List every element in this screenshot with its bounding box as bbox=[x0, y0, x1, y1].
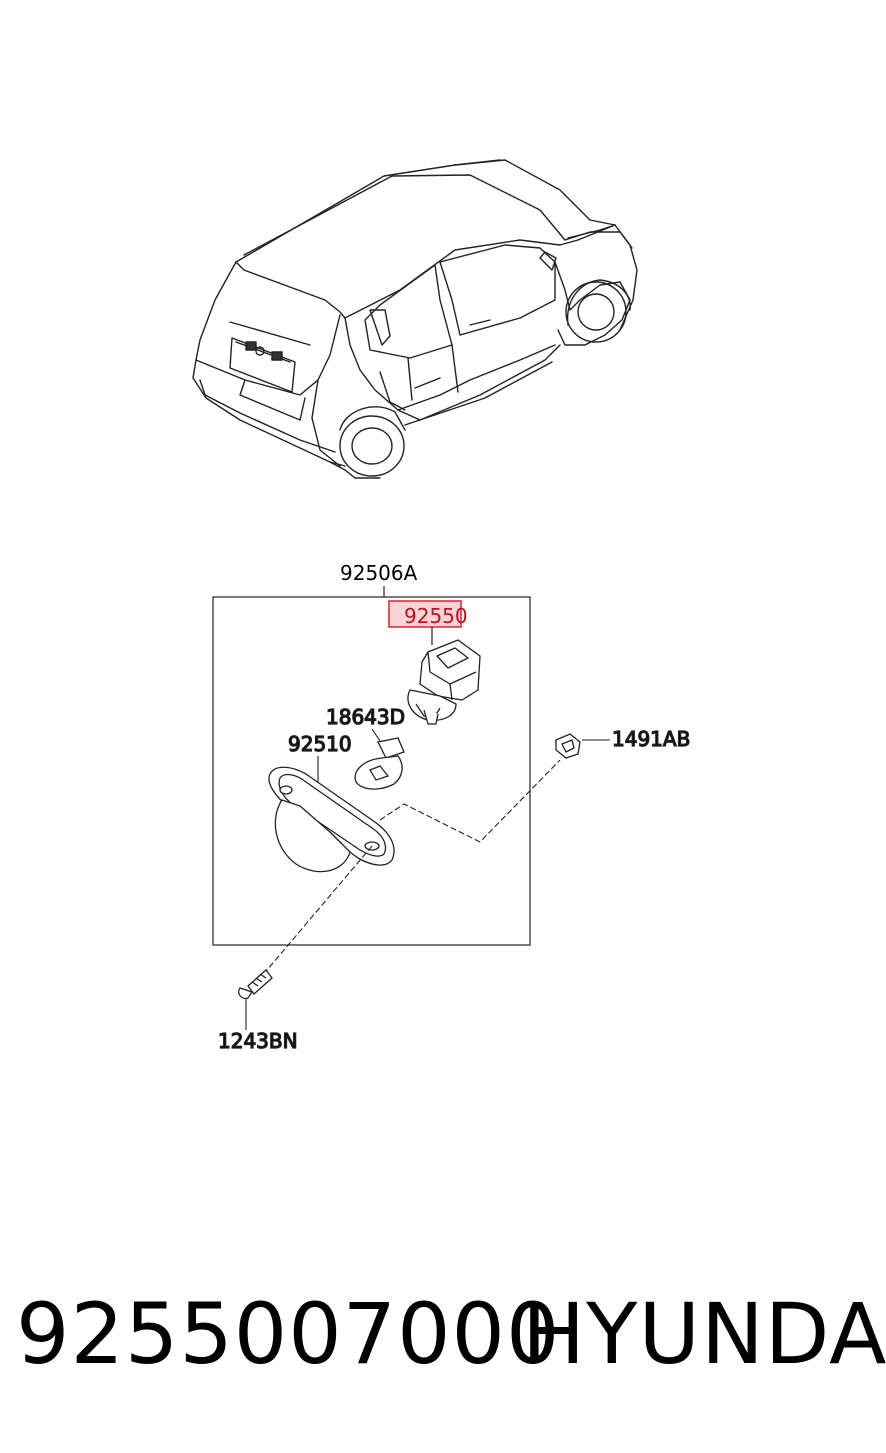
assembly-group: 92506A bbox=[212, 561, 531, 946]
callout-92506A: 92506A bbox=[340, 561, 418, 585]
callout-18643D: 18643D bbox=[326, 705, 405, 729]
bulb-part: 18643D bbox=[325, 704, 406, 790]
clip-connector-line bbox=[379, 759, 561, 843]
highlight-box bbox=[388, 600, 462, 628]
part-number: 9255007000 bbox=[16, 1285, 561, 1383]
brand-name: HYUNDAI bbox=[522, 1285, 886, 1383]
lens-part: 92510 bbox=[268, 731, 395, 873]
screw-part: 1243BN bbox=[217, 969, 298, 1054]
screw-connector-line bbox=[261, 845, 373, 977]
socket-part bbox=[407, 639, 481, 725]
assembly-box bbox=[212, 596, 531, 946]
callout-1491AB: 1491AB bbox=[612, 727, 690, 751]
highlight-group: 92550 bbox=[388, 600, 468, 645]
car-illustration bbox=[192, 159, 638, 479]
clip-part: 1491AB bbox=[555, 726, 691, 759]
callout-92550: 92550 bbox=[404, 604, 468, 628]
callout-92510: 92510 bbox=[288, 732, 352, 756]
callout-1243BN: 1243BN bbox=[218, 1029, 298, 1053]
